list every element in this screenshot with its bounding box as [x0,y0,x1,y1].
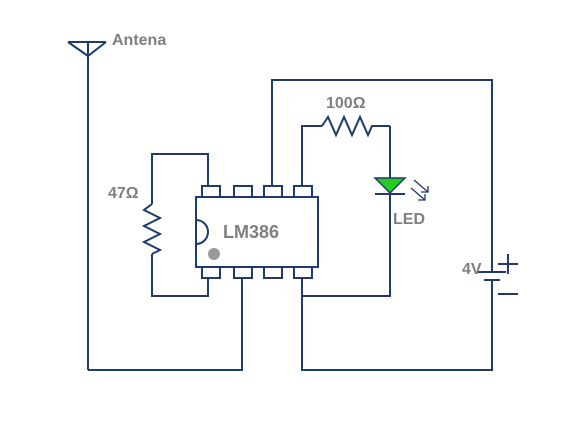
wire-pin6-resistor [301,125,322,186]
resistor-47-label: 47Ω [108,185,139,202]
antenna-icon [67,41,107,370]
wire-led-output [302,194,391,297]
wire-antenna-input [88,278,243,371]
light-emission-icon [410,179,429,201]
wire-ground [301,278,493,371]
led-label: LED [393,211,425,228]
battery-icon [478,254,518,296]
resistor-47-symbol [141,203,163,255]
resistor-100-symbol [321,114,390,138]
battery-label: 4V [462,261,482,278]
chip-label: LM386 [223,222,279,242]
wire-gain-bottom [151,254,209,297]
pin1-marker [208,248,220,260]
wire-supply-top [271,79,493,258]
lm386-chip [195,185,319,279]
resistor-100-label: 100Ω [326,95,366,112]
wire-gain-top [151,153,209,204]
led-symbol [373,177,407,195]
antenna-label: Antena [112,32,166,49]
